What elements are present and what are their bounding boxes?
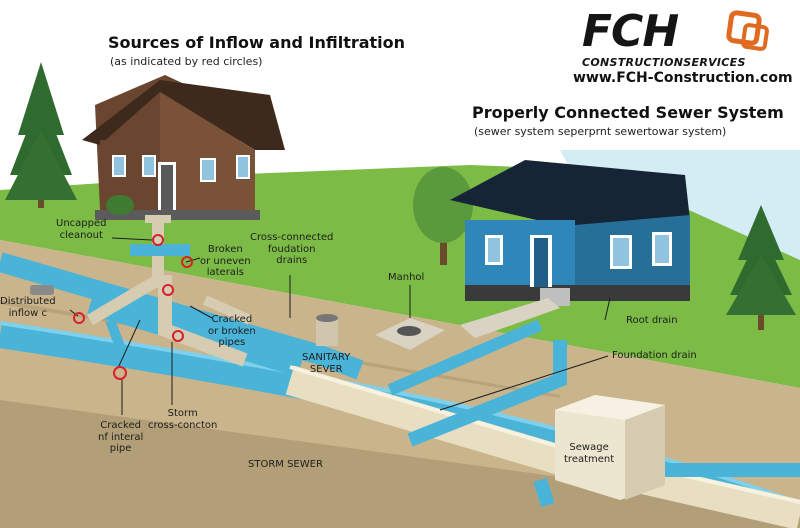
label-root-drain: Root drain — [626, 315, 678, 326]
fch-logo-mark — [726, 10, 769, 51]
pine-tree-left — [5, 62, 77, 208]
brand-tagline: CONSTRUCTIONSERVICES — [582, 56, 746, 69]
label-foundation-drain: Foundation drain — [612, 350, 697, 361]
label-broken-laterals: Broken or uneven laterals — [200, 244, 251, 278]
sewage-treatment-box — [555, 395, 665, 500]
label-distributed-inflow: Distributed inflow c — [0, 296, 56, 319]
brand-url[interactable]: www.FCH-Construction.com — [573, 70, 793, 86]
label-cracked-internal-pipe: Cracked nf interal pipe — [98, 420, 144, 454]
label-cracked-broken-pipes: Cracked or broken pipes — [208, 314, 256, 348]
brown-house — [82, 75, 285, 220]
left-section-title: Sources of Inflow and Infiltration — [108, 33, 406, 52]
right-section-subtitle: (sewer system seperprnt sewertowar syste… — [474, 125, 727, 138]
right-section-title: Properly Connected Sewer System — [472, 103, 784, 122]
inflow-markers — [73, 234, 193, 380]
label-manhole: Manhol — [388, 272, 425, 283]
brand-logo: FCH — [582, 6, 679, 57]
label-storm-cross-connection: Storm cross-concton — [148, 408, 218, 431]
label-sewage-treatment: Sewage treatment — [564, 442, 615, 465]
storm-pipe-upper — [0, 252, 364, 380]
pine-tree-right — [726, 205, 796, 330]
left-section-subtitle: (as indicated by red circles) — [110, 55, 263, 68]
label-sanitary-sewer: SANITARY SEVER — [302, 352, 351, 375]
label-uncapped-cleanout: Uncapped cleanout — [56, 218, 107, 241]
label-storm-sewer: STORM SEWER — [248, 459, 323, 470]
round-tree — [413, 167, 473, 265]
blue-house — [450, 160, 690, 306]
label-cross-connected-drains: Cross-connected foudation drains — [250, 232, 334, 266]
